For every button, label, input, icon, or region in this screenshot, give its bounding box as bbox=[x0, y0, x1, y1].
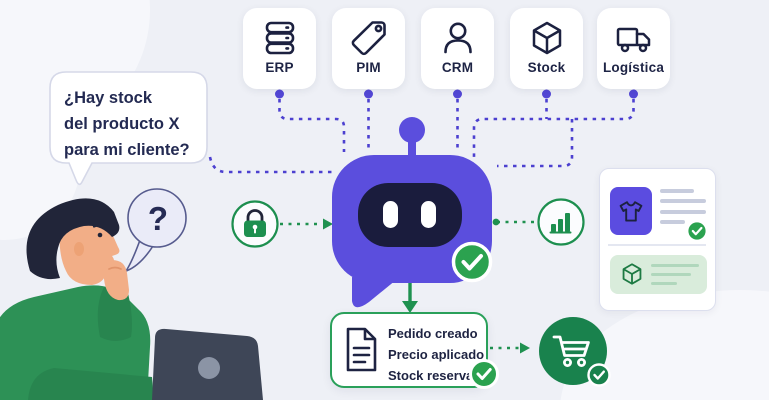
cart-check-badge bbox=[587, 363, 611, 387]
system-label-stock: Stock bbox=[527, 60, 566, 75]
security-node bbox=[231, 200, 279, 248]
order-output-box: Pedido creado Precio aplicado Stock rese… bbox=[330, 312, 499, 389]
server-icon bbox=[265, 21, 294, 55]
order-line-3: Stock reservado bbox=[388, 368, 490, 383]
robot-check-badge bbox=[451, 241, 493, 283]
laptop-logo bbox=[198, 357, 220, 379]
bar-chart-icon bbox=[549, 213, 572, 234]
document-icon bbox=[346, 327, 377, 372]
green-arrowheads bbox=[323, 218, 530, 354]
stock-row bbox=[610, 255, 707, 294]
robot-bubble-tail bbox=[352, 277, 396, 308]
order-status-lines: Pedido creado Precio aplicado Stock rese… bbox=[388, 323, 489, 386]
connector-dots bbox=[275, 89, 638, 99]
text-placeholder-line bbox=[651, 282, 677, 285]
question-mark: ? bbox=[147, 200, 169, 237]
speech-line-1: ¿Hay stock bbox=[64, 89, 153, 107]
person-illustration bbox=[0, 198, 263, 400]
person-hand bbox=[102, 260, 129, 301]
product-panel bbox=[599, 168, 716, 311]
speech-bubble bbox=[49, 71, 208, 186]
truck-icon bbox=[616, 27, 650, 53]
robot-output-arrow bbox=[402, 283, 418, 313]
order-line-1: Pedido creado bbox=[388, 326, 478, 341]
system-card-erp: ERP bbox=[243, 8, 316, 89]
thought-bubble bbox=[125, 188, 187, 272]
analytics-node bbox=[537, 198, 585, 246]
text-placeholder-line bbox=[660, 199, 706, 203]
text-placeholder-line bbox=[660, 189, 694, 193]
text-placeholder-line bbox=[651, 273, 691, 276]
text-placeholder-line bbox=[660, 220, 685, 224]
speech-line-2: del producto X bbox=[64, 115, 180, 133]
lock-icon bbox=[244, 209, 266, 237]
green-dashed-connectors bbox=[280, 220, 535, 350]
user-icon bbox=[443, 22, 472, 54]
person-ear bbox=[74, 242, 84, 256]
person-forearm bbox=[28, 368, 154, 400]
speech-bubble-text: ¿Hay stock del producto X para mi client… bbox=[64, 85, 206, 163]
robot-face bbox=[358, 183, 462, 247]
system-label-pim: PIM bbox=[356, 60, 381, 75]
text-placeholder-line bbox=[651, 264, 699, 267]
order-line-2: Precio aplicado bbox=[388, 347, 485, 362]
robot-eye-left bbox=[383, 201, 398, 228]
system-label-erp: ERP bbox=[265, 60, 294, 75]
person-hair bbox=[26, 198, 120, 280]
purple-dashed-connectors bbox=[208, 99, 635, 174]
shopping-cart-icon bbox=[552, 335, 590, 368]
tag-icon bbox=[351, 21, 386, 56]
text-placeholder-line bbox=[660, 210, 706, 214]
robot-antenna bbox=[399, 117, 425, 159]
system-label-logistica: Logística bbox=[602, 60, 665, 75]
system-card-crm: CRM bbox=[421, 8, 494, 89]
small-cube-icon bbox=[622, 263, 642, 285]
system-label-crm: CRM bbox=[441, 60, 474, 75]
chatbot-robot bbox=[332, 117, 493, 308]
tshirt-icon bbox=[619, 201, 643, 222]
product-thumbnail bbox=[610, 187, 652, 235]
system-card-pim: PIM bbox=[332, 8, 405, 89]
speech-line-3: para mi cliente? bbox=[64, 141, 190, 159]
panel-check-badge bbox=[686, 220, 708, 242]
order-check-badge bbox=[469, 359, 499, 389]
cart-node bbox=[539, 317, 611, 387]
system-card-stock: Stock bbox=[510, 8, 583, 89]
hand-detail bbox=[108, 266, 122, 270]
person-eye bbox=[97, 232, 103, 238]
panel-divider bbox=[608, 244, 706, 246]
system-card-logistica: Logística bbox=[597, 8, 670, 89]
cube-icon bbox=[532, 21, 561, 55]
person-raised-arm bbox=[97, 287, 132, 341]
robot-eye-right bbox=[421, 201, 436, 228]
